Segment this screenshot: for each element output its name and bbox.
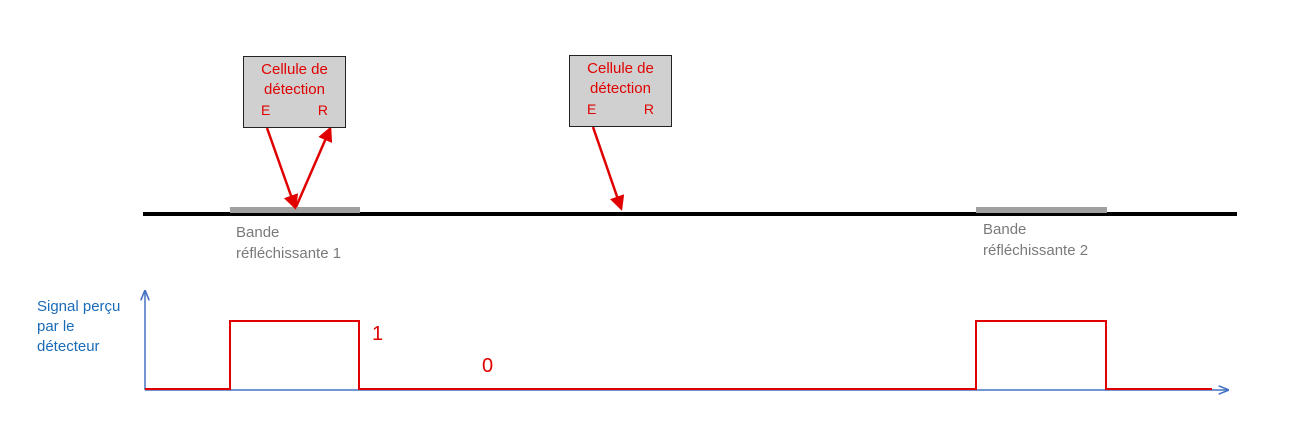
emitted-beam-2 xyxy=(591,126,625,211)
band-label-line1: Bande xyxy=(983,221,1027,238)
reflective-band-1 xyxy=(230,207,360,213)
reflected-beam-1 xyxy=(294,126,333,208)
axis-label-line3: détecteur xyxy=(37,338,100,355)
axis-label-line1: Signal perçu xyxy=(37,298,121,315)
band-label-line2: réfléchissante 2 xyxy=(983,242,1089,259)
band-label-line1: Bande xyxy=(236,224,280,241)
receiver-label: R xyxy=(643,101,654,117)
reflective-band-2 xyxy=(976,207,1107,213)
band-label-1: Bande réfléchissante 1 xyxy=(236,222,341,264)
signal-axis-label: Signal perçu par le détecteur xyxy=(37,297,147,357)
detection-cell-1: Cellule de détection E R xyxy=(243,56,346,128)
axis-label-line2: par le xyxy=(37,318,75,335)
cell-label-line2: détection xyxy=(264,81,325,98)
emitter-label: E xyxy=(587,101,597,117)
emitted-beam-1 xyxy=(265,127,299,210)
receiver-label: R xyxy=(317,102,328,118)
cell-label-line2: détection xyxy=(590,80,651,97)
cell-label-line1: Cellule de xyxy=(587,60,654,77)
detection-cell-2: Cellule de détection E R xyxy=(569,55,672,127)
signal-level-low: 0 xyxy=(482,355,494,377)
band-label-line2: réfléchissante 1 xyxy=(236,245,342,262)
cell-label-line1: Cellule de xyxy=(261,61,328,78)
signal-trace xyxy=(145,320,1212,390)
signal-level-high: 1 xyxy=(372,323,384,345)
band-label-2: Bande réfléchissante 2 xyxy=(983,219,1088,261)
emitter-label: E xyxy=(261,102,271,118)
